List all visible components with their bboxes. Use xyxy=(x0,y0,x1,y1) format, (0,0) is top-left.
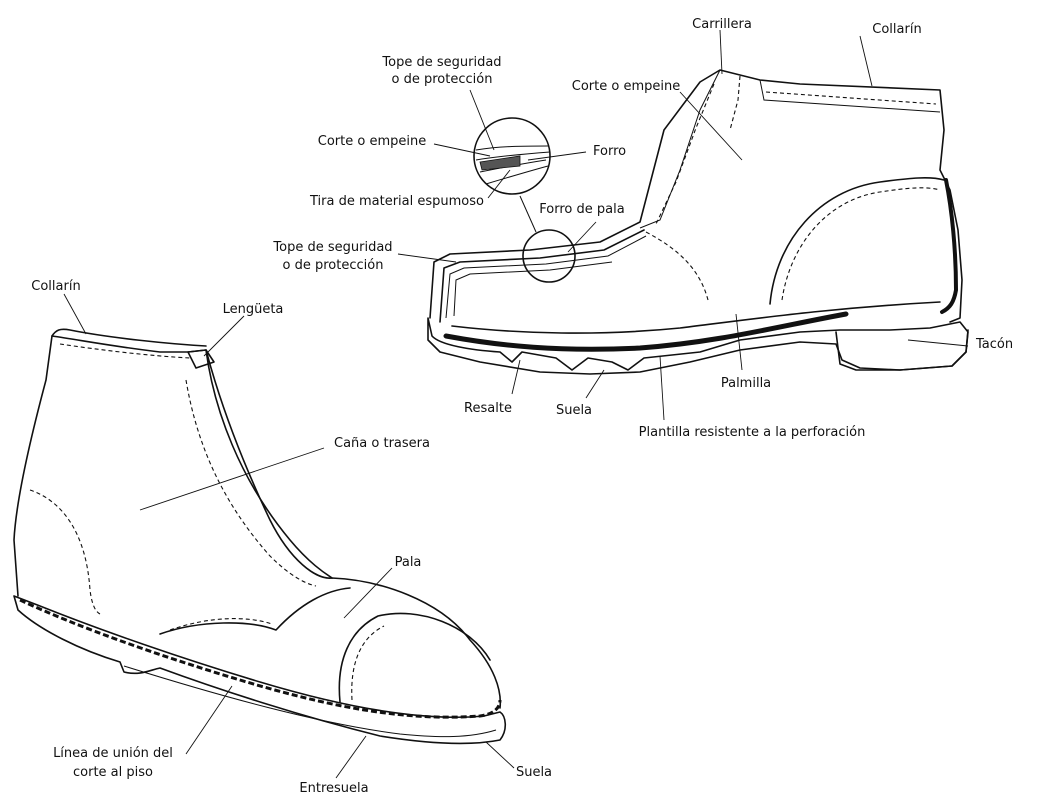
label-suela-top: Suela xyxy=(556,403,592,418)
label-cana: Caña o trasera xyxy=(334,436,430,451)
toe-cap-section xyxy=(440,230,644,322)
label-tope-top-line1: Tope de seguridad xyxy=(381,55,501,70)
toe-cap xyxy=(339,613,490,702)
label-forro: Forro xyxy=(593,144,626,159)
insole-line xyxy=(452,302,940,333)
diagram-labels: Carrillera Collarín Tope de seguridad o … xyxy=(31,17,1013,796)
label-linea-line2: corte al piso xyxy=(73,765,153,780)
vamp-stitching xyxy=(646,232,708,300)
back-counter xyxy=(770,178,944,304)
label-forro-pala: Forro de pala xyxy=(539,202,624,217)
label-corte-empeine-right: Corte o empeine xyxy=(572,79,680,94)
label-collarin-left: Collarín xyxy=(31,279,80,294)
exterior-boot-upper xyxy=(14,336,500,708)
label-resalte: Resalte xyxy=(464,401,512,416)
label-plantilla: Plantilla resistente a la perforación xyxy=(639,425,866,440)
label-lengueta: Lengüeta xyxy=(223,302,284,317)
label-tope-mid-line2: o de protección xyxy=(283,258,384,273)
collar-ring xyxy=(52,329,206,346)
label-tope-mid-line1: Tope de seguridad xyxy=(272,240,392,255)
label-palmilla: Palmilla xyxy=(721,376,771,391)
label-suela-bottom: Suela xyxy=(516,765,552,780)
label-tope-top-line2: o de protección xyxy=(392,72,493,87)
label-entresuela: Entresuela xyxy=(299,781,368,796)
exterior-boot-drawing xyxy=(14,329,505,743)
top-collar xyxy=(760,80,940,112)
label-tacon: Tacón xyxy=(975,337,1013,352)
heel-lining xyxy=(942,180,956,312)
label-collarin-top: Collarín xyxy=(872,22,921,37)
label-corte-empeine-left: Corte o empeine xyxy=(318,134,426,149)
front-seam xyxy=(206,350,332,578)
toe-detail-circle xyxy=(523,230,575,282)
back-quarter-stitch xyxy=(30,490,100,614)
label-tira: Tira de material espumoso xyxy=(309,194,484,209)
vamp-outline xyxy=(160,588,350,634)
label-pala: Pala xyxy=(395,555,422,570)
sectioned-boot-drawing xyxy=(428,70,968,374)
label-carrillera: Carrillera xyxy=(692,17,752,32)
label-linea-line1: Línea de unión del xyxy=(53,746,173,761)
